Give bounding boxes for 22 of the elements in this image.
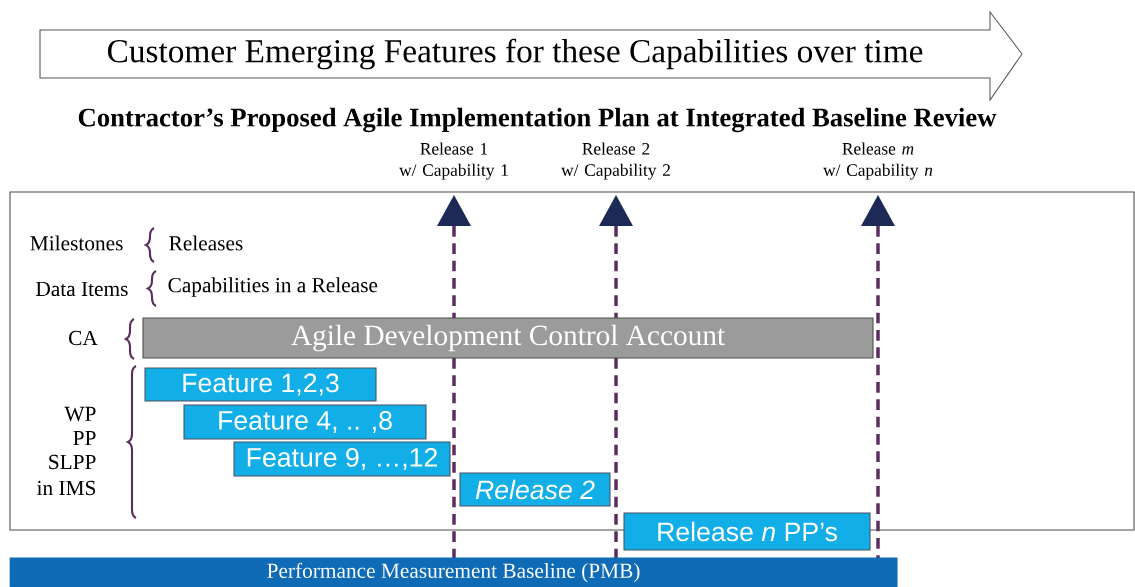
- milestone-line: [614, 358, 618, 558]
- row-label: PP: [73, 431, 96, 445]
- row-label: Milestones: [30, 235, 123, 251]
- milestone-line: [452, 358, 456, 558]
- row-label: in IMS: [37, 480, 96, 496]
- row-label: SLPP: [49, 454, 96, 470]
- row-label: WP: [64, 406, 96, 422]
- row-label: Capabilities in a Release: [168, 277, 378, 297]
- milestone-line: [452, 226, 456, 318]
- task-bar: Release 2: [459, 472, 611, 507]
- task-bar: Feature 4, .. ,8: [183, 404, 427, 440]
- row-label: Data Items: [36, 281, 128, 297]
- control-account-bar: Agile Development Control Account: [142, 317, 874, 359]
- milestone-line: [876, 226, 880, 558]
- milestone-line: [614, 226, 618, 318]
- task-bar: Feature 9, …,12: [233, 441, 451, 477]
- heading: Contractor’s Proposed Agile Implementation Plan at Integrated Baseline Review: [78, 107, 997, 133]
- row-label: CA: [69, 330, 98, 346]
- baseline-bar: Performance Measurement Baseline (PMB): [9, 557, 898, 587]
- row-label: Releases: [169, 235, 243, 251]
- task-bar: Feature 1,2,3: [144, 367, 377, 402]
- task-bar: Release n PP’s: [623, 512, 871, 551]
